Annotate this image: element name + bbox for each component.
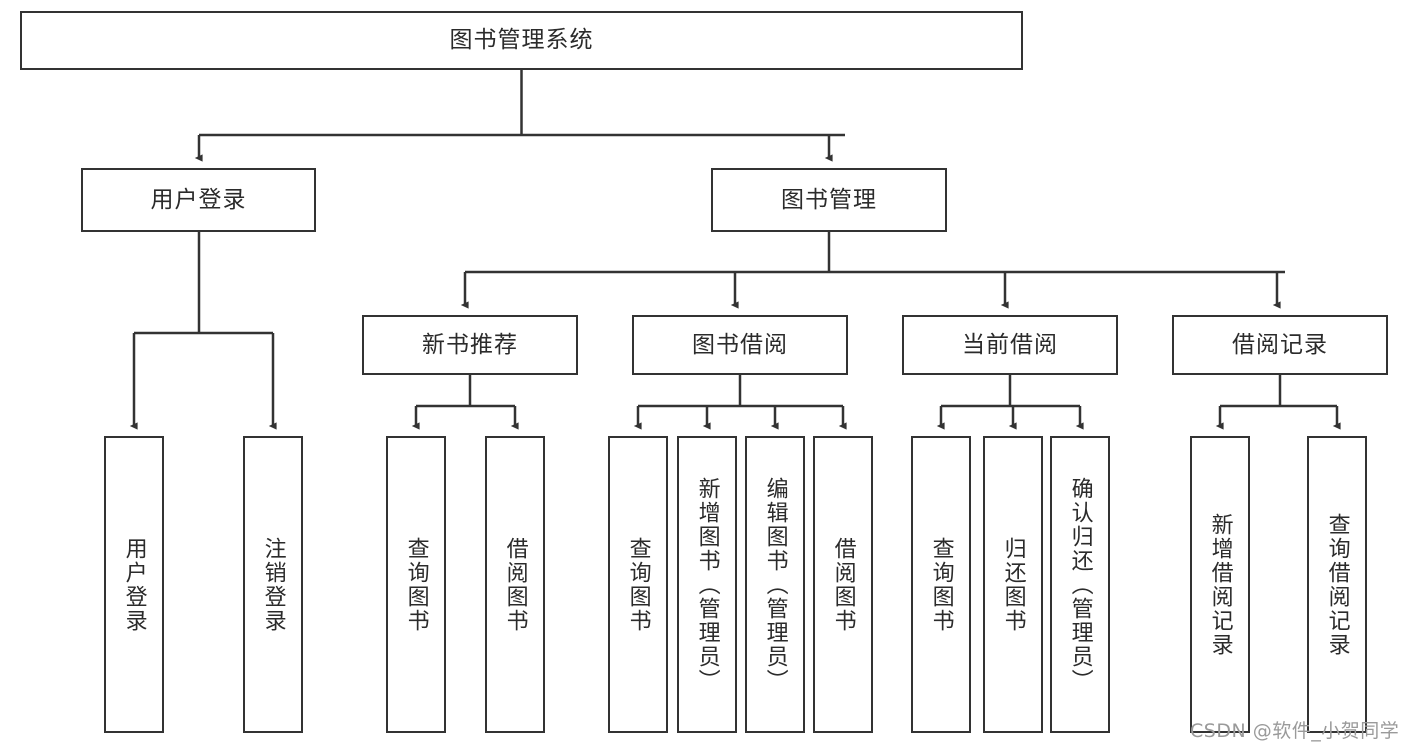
node-label: 新书推荐	[422, 331, 518, 358]
node-borrowing-record[interactable]: 借阅记录	[1172, 315, 1388, 375]
leaf-node-query-books-current[interactable]: 查询图书	[911, 436, 971, 733]
leaf-node-edit-book-admin[interactable]: 编辑图书（管理员）	[745, 436, 805, 733]
node-label: 借阅图书	[830, 536, 856, 633]
leaf-node-query-books-borrow[interactable]: 查询图书	[608, 436, 668, 733]
leaf-node-add-book-admin[interactable]: 新增图书（管理员）	[677, 436, 737, 733]
node-label: 图书借阅	[692, 331, 788, 358]
node-current-borrowing[interactable]: 当前借阅	[902, 315, 1118, 375]
node-label: 图书管理	[781, 186, 877, 213]
leaf-node-confirm-return-admin[interactable]: 确认归还（管理员）	[1050, 436, 1110, 733]
node-book-borrowing[interactable]: 图书借阅	[632, 315, 848, 375]
leaf-node-add-borrow-record[interactable]: 新增借阅记录	[1190, 436, 1250, 733]
node-label: 归还图书	[1000, 536, 1026, 633]
edge-record-to-leaves	[1215, 375, 1341, 430]
node-label: 图书管理系统	[449, 27, 594, 54]
node-label: 借阅图书	[502, 536, 528, 633]
edge-newbook-to-leaves	[411, 375, 519, 430]
leaf-node-query-borrow-record[interactable]: 查询借阅记录	[1307, 436, 1367, 733]
leaf-node-borrow-books-newbook[interactable]: 借阅图书	[485, 436, 545, 733]
node-label: 查询借阅记录	[1324, 512, 1350, 657]
node-label: 注销登录	[260, 536, 286, 633]
node-label: 借阅记录	[1232, 331, 1328, 358]
node-label: 新增图书（管理员）	[694, 476, 720, 693]
csdn-watermark: CSDN @软件_小贺同学	[1190, 720, 1400, 742]
node-label: 当前借阅	[962, 331, 1058, 358]
edge-root-to-level2	[194, 70, 845, 162]
leaf-node-return-books[interactable]: 归还图书	[983, 436, 1043, 733]
node-root-book-management-system[interactable]: 图书管理系统	[20, 11, 1023, 70]
node-label: 新增借阅记录	[1207, 512, 1233, 657]
node-user-login[interactable]: 用户登录	[81, 168, 316, 232]
edge-current-to-leaves	[936, 375, 1084, 430]
node-label: 用户登录	[121, 536, 147, 633]
node-label: 编辑图书（管理员）	[762, 476, 788, 693]
node-label: 确认归还（管理员）	[1067, 476, 1093, 693]
node-book-management[interactable]: 图书管理	[711, 168, 947, 232]
node-label: 查询图书	[403, 536, 429, 633]
leaf-node-logout[interactable]: 注销登录	[243, 436, 303, 733]
node-label: 查询图书	[625, 536, 651, 633]
edge-login-to-leaves	[129, 232, 277, 430]
leaf-node-borrow-books[interactable]: 借阅图书	[813, 436, 873, 733]
edge-booksys-to-level3	[460, 232, 1285, 309]
node-new-book-recommendation[interactable]: 新书推荐	[362, 315, 578, 375]
leaf-node-user-login[interactable]: 用户登录	[104, 436, 164, 733]
edge-borrow-to-leaves	[633, 375, 847, 430]
leaf-node-query-books-newbook[interactable]: 查询图书	[386, 436, 446, 733]
node-label: 用户登录	[150, 186, 247, 213]
node-label: 查询图书	[928, 536, 954, 633]
